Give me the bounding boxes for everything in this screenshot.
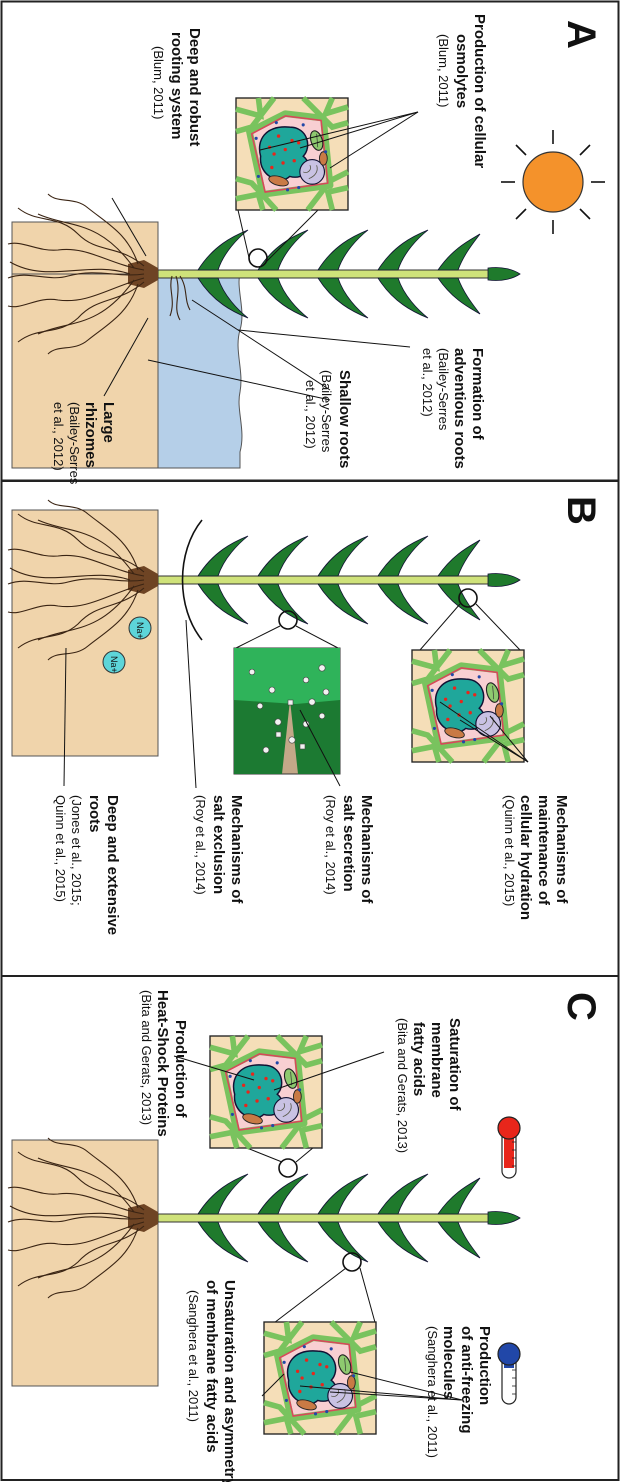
svg-text:Large: Large (100, 402, 117, 443)
svg-text:Unsaturation and asymmetry: Unsaturation and asymmetry (221, 1280, 238, 1482)
label-shallow: Shallow roots (Bailey-Serres et al., 201… (303, 370, 353, 468)
label-osmolytes: Production of cellular osmolytes (Blum, … (436, 14, 488, 168)
cell-hydration (412, 650, 524, 762)
svg-text:(Blum, 2011): (Blum, 2011) (151, 46, 166, 119)
svg-text:(Bailey-Serres: (Bailey-Serres (436, 348, 451, 431)
svg-text:maintenance of: maintenance of (535, 795, 552, 906)
svg-text:Shallow roots: Shallow roots (336, 370, 353, 468)
svg-text:(Sanghera et al., 2011): (Sanghera et al., 2011) (425, 1326, 440, 1458)
panel-a: A (8, 14, 605, 485)
label-exclusion: Mechanisms of salt exclusion (Roy et al.… (193, 795, 245, 904)
svg-text:Na+: Na+ (109, 656, 119, 673)
svg-text:molecules: molecules (440, 1326, 457, 1399)
sodium-ion-icon: Na+ (103, 651, 125, 673)
label-secretion: Mechanisms of salt secretion (Roy et al.… (323, 795, 375, 904)
svg-text:Production of cellular: Production of cellular (471, 14, 488, 168)
svg-text:(Bailey-Serres: (Bailey-Serres (319, 370, 334, 453)
svg-text:Formation of: Formation of (469, 348, 486, 441)
svg-text:(Sanghera et al., 2011): (Sanghera et al., 2011) (186, 1290, 201, 1422)
svg-text:Mechanisms of: Mechanisms of (358, 795, 375, 904)
svg-text:adventious roots: adventious roots (451, 348, 468, 469)
panel-b: B Na+ Na+ (8, 496, 603, 935)
label-deep-roots: Deep and robust rooting system (Blum, 20… (151, 28, 203, 146)
label-unsaturation: Unsaturation and asymmetry of membrane f… (186, 1280, 238, 1482)
svg-text:(Roy et al., 2014): (Roy et al., 2014) (193, 795, 208, 895)
svg-text:Saturation of: Saturation of (446, 1018, 463, 1112)
label-adventitious: Formation of adventious roots (Bailey-Se… (420, 348, 486, 469)
svg-text:(Quinn et al., 2015): (Quinn et al., 2015) (502, 795, 517, 906)
cell-osmolytes (236, 98, 348, 210)
label-heat-shock: Production of Heat-Shock Proteins (Bita … (139, 990, 189, 1137)
svg-text:membrane: membrane (428, 1022, 445, 1098)
zoom-circle-a (249, 249, 267, 267)
label-anti-freeze: Production of anti-freezing molecules (S… (425, 1326, 493, 1458)
plant-b-shoot (158, 536, 520, 624)
panel-a-letter: A (559, 20, 603, 49)
svg-text:(Bailey-Serres: (Bailey-Serres (67, 402, 82, 485)
panel-c: C (8, 990, 603, 1482)
sun-icon (501, 130, 605, 234)
svg-text:cellular hydration: cellular hydration (517, 795, 534, 920)
label-hydration: Mechanisms of maintenance of cellular hy… (502, 795, 570, 920)
svg-text:Na+: Na+ (135, 622, 145, 639)
svg-text:Quinn et al., 2015): Quinn et al., 2015) (53, 795, 68, 902)
svg-text:Heat-Shock Proteins: Heat-Shock Proteins (154, 990, 171, 1137)
svg-text:fatty acids: fatty acids (410, 1022, 427, 1096)
svg-text:Production of: Production of (172, 1020, 189, 1118)
svg-text:et al., 2012): et al., 2012) (51, 402, 66, 471)
svg-text:Mechanisms of: Mechanisms of (553, 795, 570, 904)
svg-text:Deep and extensive: Deep and extensive (104, 795, 121, 935)
thermometer-hot-icon (498, 1117, 520, 1178)
cell-heat (210, 1036, 322, 1148)
svg-text:Deep and robust: Deep and robust (186, 28, 203, 146)
svg-text:of anti-freezing: of anti-freezing (458, 1326, 475, 1434)
svg-text:(Jones et al., 2015;: (Jones et al., 2015; (69, 795, 84, 906)
svg-text:rooting system: rooting system (168, 32, 185, 140)
panel-c-letter: C (559, 992, 603, 1021)
svg-text:Production: Production (476, 1326, 493, 1405)
cell-cold (264, 1322, 376, 1434)
label-saturation: Saturation of membrane fatty acids (Bita… (395, 1018, 463, 1153)
svg-text:(Bita and Gerats, 2013): (Bita and Gerats, 2013) (139, 990, 154, 1125)
svg-text:(Roy et al., 2014): (Roy et al., 2014) (323, 795, 338, 895)
svg-text:Mechanisms of: Mechanisms of (228, 795, 245, 904)
svg-text:roots: roots (86, 795, 103, 833)
svg-text:(Blum, 2011): (Blum, 2011) (436, 34, 451, 107)
sodium-ion-icon: Na+ (129, 617, 151, 639)
plant-c-shoot (158, 1174, 520, 1262)
svg-text:salt secretion: salt secretion (340, 795, 357, 892)
svg-text:salt exclusion: salt exclusion (210, 795, 227, 894)
svg-text:osmolytes: osmolytes (453, 34, 470, 108)
thermometer-cold-icon (498, 1343, 520, 1404)
svg-text:et al., 2012): et al., 2012) (420, 348, 435, 417)
svg-text:of membrane fatty acids: of membrane fatty acids (203, 1280, 220, 1453)
label-deep-extensive: Deep and extensive roots (Jones et al., … (53, 795, 121, 935)
soil-block-c (12, 1140, 158, 1386)
svg-text:rhizomes: rhizomes (82, 402, 99, 468)
svg-text:(Bita and Gerats, 2013): (Bita and Gerats, 2013) (395, 1018, 410, 1153)
panel-b-letter: B (559, 496, 603, 525)
svg-text:et al., 2012): et al., 2012) (303, 380, 318, 449)
